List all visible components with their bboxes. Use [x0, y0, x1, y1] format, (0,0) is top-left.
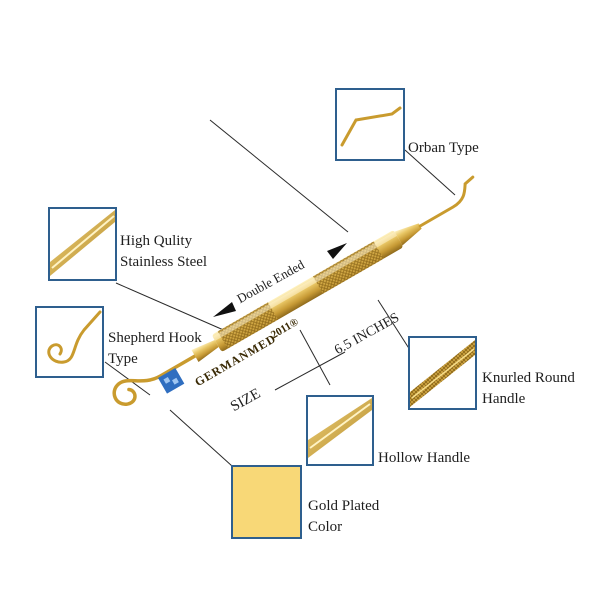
hollow-handle-label: Hollow Handle: [378, 450, 471, 466]
knurled-handle-label: Knurled Round Handle: [482, 370, 575, 407]
leader-lines: [104, 119, 456, 467]
dental-instrument: [112, 175, 475, 406]
orban-leader: [404, 149, 456, 196]
quality-label: High Qulity Stainless Steel: [120, 233, 208, 270]
gold-leader: [169, 409, 233, 467]
shepherd-hook-label: Shepherd Hook Type: [108, 330, 202, 367]
diagonal-guide-line: [209, 119, 349, 233]
orban-tip: [418, 175, 475, 228]
hollow-leader: [299, 329, 331, 386]
size-dimension-line: [274, 351, 346, 391]
shepherd-hook-image: [35, 306, 104, 378]
double-ended-arrow: [213, 243, 347, 317]
orban-type-image: [335, 88, 405, 161]
brand-badge-icon: [158, 368, 185, 394]
hollow-handle-image: [306, 395, 374, 466]
knurled-handle-image: [408, 336, 477, 410]
knurled-leader: [377, 299, 411, 351]
gold-plated-label: Gold Plated Color: [308, 498, 380, 535]
orban-type-label: Orban Type: [408, 140, 479, 156]
shepherd-hook-tip: [112, 354, 197, 406]
gold-color-swatch: [231, 465, 302, 539]
arrow-right-icon: [327, 243, 347, 259]
quality-leader: [115, 282, 236, 336]
knurled-grip-right: [312, 241, 384, 294]
shepherd-leader: [104, 361, 151, 396]
knurled-grip-left: [217, 302, 278, 349]
arrow-left-icon: [213, 302, 236, 317]
stainless-steel-image: [48, 207, 117, 281]
